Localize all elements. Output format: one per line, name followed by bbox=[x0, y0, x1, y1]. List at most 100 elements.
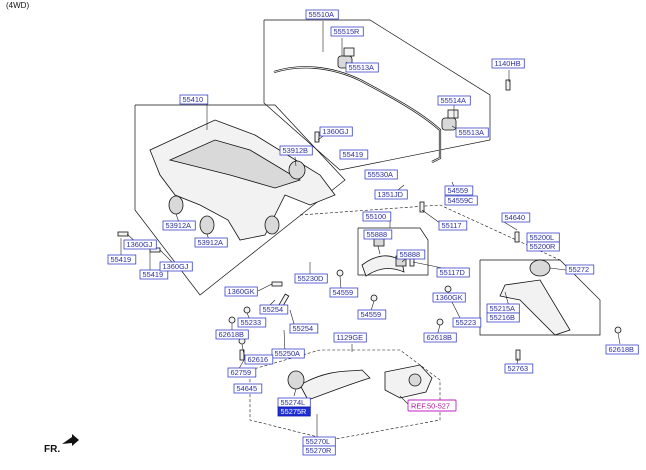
part-label-55117d[interactable]: 55117D bbox=[436, 267, 470, 278]
part-label-55100[interactable]: 55100 bbox=[362, 211, 392, 222]
part-label-box bbox=[233, 383, 263, 394]
part-label-55513a[interactable]: 55513A bbox=[345, 62, 379, 73]
part-label-1360gj[interactable]: 1360GJ bbox=[123, 239, 157, 250]
part-label-text: 62618B bbox=[427, 333, 453, 342]
part-label-55275r[interactable]: 55275R bbox=[277, 406, 311, 417]
part-label-box bbox=[364, 169, 398, 180]
part-label-55270l[interactable]: 55270L bbox=[302, 436, 336, 447]
part-label-box bbox=[162, 220, 196, 231]
part-label-55510a[interactable]: 55510A bbox=[305, 9, 339, 20]
part-label-53912b[interactable]: 53912B bbox=[279, 145, 313, 156]
part-label-55272[interactable]: 55272 bbox=[565, 264, 595, 275]
part-label-text: 55275R bbox=[281, 407, 307, 416]
part-label-54640[interactable]: 54640 bbox=[501, 212, 531, 223]
part-label-text: 55419 bbox=[143, 270, 164, 279]
part-label-text: 55100 bbox=[366, 212, 387, 221]
part-label-box bbox=[432, 292, 466, 303]
part-label-box bbox=[362, 211, 392, 222]
part-label-box bbox=[491, 58, 525, 69]
part-label-55513a[interactable]: 55513A bbox=[455, 127, 489, 138]
part-label-text: 55513A bbox=[459, 128, 485, 137]
part-label-55515r[interactable]: 55515R bbox=[330, 26, 364, 37]
part-label-1360gk[interactable]: 1360GK bbox=[224, 286, 258, 297]
part-label-55223[interactable]: 55223 bbox=[452, 317, 482, 328]
part-label-55419[interactable]: 55419 bbox=[107, 254, 137, 265]
part-label-55514a[interactable]: 55514A bbox=[437, 95, 471, 106]
part-label-1140hb[interactable]: 1140HB bbox=[491, 58, 525, 69]
reference-text: REF.50-527 bbox=[411, 402, 450, 411]
part-label-text: 1140HB bbox=[495, 59, 521, 68]
part-label-55250a[interactable]: 55250A bbox=[271, 348, 305, 359]
part-label-text: 55230D bbox=[298, 274, 324, 283]
stabilizer-bar bbox=[273, 47, 459, 163]
part-label-55215a[interactable]: 55215A bbox=[486, 303, 520, 314]
part-label-55254[interactable]: 55254 bbox=[289, 323, 319, 334]
part-label-text: 1360GJ bbox=[323, 127, 349, 136]
part-label-62618b[interactable]: 62618B bbox=[215, 329, 249, 340]
part-label-62618b[interactable]: 62618B bbox=[605, 344, 639, 355]
part-label-text: 52763 bbox=[508, 364, 529, 373]
part-label-55230d[interactable]: 55230D bbox=[294, 273, 328, 284]
part-label-54559[interactable]: 54559 bbox=[329, 287, 359, 298]
part-label-62616[interactable]: 62616 bbox=[244, 354, 274, 365]
part-label-55233[interactable]: 55233 bbox=[237, 317, 267, 328]
part-label-box bbox=[294, 273, 328, 284]
part-label-55274l[interactable]: 55274L bbox=[277, 397, 311, 408]
part-label-54559c[interactable]: 54559C bbox=[444, 195, 478, 206]
part-label-text: 55513A bbox=[349, 63, 375, 72]
part-label-55270r[interactable]: 55270R bbox=[302, 445, 336, 456]
part-label-52763[interactable]: 52763 bbox=[504, 363, 534, 374]
crossmember-assembly bbox=[149, 119, 336, 241]
part-label-text: 54559 bbox=[361, 310, 382, 319]
part-label-55888[interactable]: 55888 bbox=[363, 229, 393, 240]
part-label-54559[interactable]: 54559 bbox=[444, 185, 474, 196]
part-label-box bbox=[279, 145, 313, 156]
part-label-text: 55270L bbox=[306, 437, 331, 446]
part-label-1129ge[interactable]: 1129GE bbox=[333, 332, 367, 343]
part-label-text: 55410 bbox=[183, 95, 204, 104]
part-label-62618b[interactable]: 62618B bbox=[423, 332, 457, 343]
part-label-box bbox=[605, 344, 639, 355]
part-label-55216b[interactable]: 55216B bbox=[486, 312, 520, 323]
part-label-55410[interactable]: 55410 bbox=[179, 94, 209, 105]
part-number-labels: 55510A 55515R 55513A 1140HB 55514A 55513A 5541… bbox=[107, 9, 639, 456]
part-label-box bbox=[237, 317, 267, 328]
part-label-box bbox=[436, 267, 470, 278]
part-label-1351jd[interactable]: 1351JD bbox=[374, 189, 408, 200]
part-label-55419[interactable]: 55419 bbox=[139, 269, 169, 280]
part-label-54645[interactable]: 54645 bbox=[233, 383, 263, 394]
part-label-text: 55515R bbox=[334, 27, 360, 36]
part-label-55419[interactable]: 55419 bbox=[339, 149, 369, 160]
part-label-1360gj[interactable]: 1360GJ bbox=[159, 261, 193, 272]
part-label-text: 55419 bbox=[343, 150, 364, 159]
part-label-box bbox=[374, 189, 408, 200]
part-label-55200r[interactable]: 55200R bbox=[526, 241, 560, 252]
part-label-1360gk[interactable]: 1360GK bbox=[432, 292, 466, 303]
part-label-box bbox=[107, 254, 137, 265]
part-label-55888[interactable]: 55888 bbox=[396, 249, 426, 260]
part-label-62759[interactable]: 62759 bbox=[227, 367, 257, 378]
part-label-54559[interactable]: 54559 bbox=[357, 309, 387, 320]
part-label-55117[interactable]: 55117 bbox=[438, 220, 468, 231]
part-label-55254[interactable]: 55254 bbox=[259, 304, 289, 315]
part-label-53912a[interactable]: 53912A bbox=[162, 220, 196, 231]
part-label-box bbox=[455, 127, 489, 138]
part-label-text: 54559 bbox=[333, 288, 354, 297]
part-label-text: 54559 bbox=[448, 186, 469, 195]
part-label-53912a[interactable]: 53912A bbox=[194, 237, 228, 248]
reference-callout[interactable]: REF.50-527 bbox=[407, 399, 457, 412]
part-label-text: 55888 bbox=[367, 230, 388, 239]
part-label-55530a[interactable]: 55530A bbox=[364, 169, 398, 180]
part-label-text: 55117 bbox=[442, 221, 462, 230]
part-label-text: 55200R bbox=[530, 242, 556, 251]
part-label-1360gj[interactable]: 1360GJ bbox=[319, 126, 353, 137]
part-label-text: 55254 bbox=[293, 324, 314, 333]
trailing-arm bbox=[287, 364, 433, 401]
part-label-box bbox=[526, 241, 560, 252]
part-label-text: 1351JD bbox=[378, 190, 403, 199]
part-label-text: 53912B bbox=[283, 146, 309, 155]
part-label-box bbox=[438, 220, 468, 231]
part-label-text: 1129GE bbox=[337, 333, 364, 342]
part-label-55200l[interactable]: 55200L bbox=[526, 232, 560, 243]
